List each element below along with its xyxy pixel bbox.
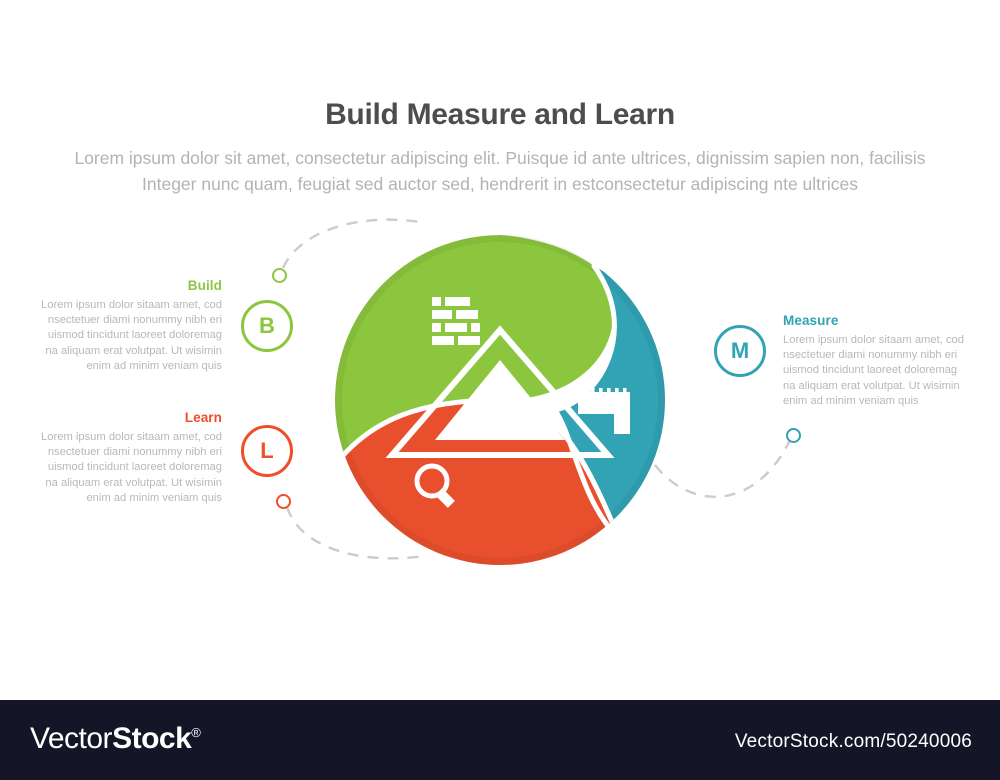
logo-text-thin: Vector: [30, 722, 113, 755]
set-square-ruler-icon: [578, 388, 630, 434]
divider-green-teal: [550, 263, 623, 543]
section-learn-title: Learn: [184, 410, 222, 425]
segment-build-swirl: [335, 236, 613, 465]
section-measure: Measure Lorem ipsum dolor sitaam amet, c…: [783, 313, 969, 409]
section-measure-title: Measure: [783, 313, 839, 328]
segment-measure-swirl: [555, 266, 665, 540]
badge-measure[interactable]: M: [714, 325, 766, 377]
section-learn: Learn Lorem ipsum dolor sitaam amet, cod…: [36, 410, 222, 506]
magnifier-icon: [414, 463, 455, 508]
ring-dot-measure: [786, 428, 801, 443]
section-measure-body: Lorem ipsum dolor sitaam amet, cod nsect…: [783, 334, 964, 407]
section-build: Build Lorem ipsum dolor sitaam amet, cod…: [36, 278, 222, 374]
footer-bar: [0, 700, 1000, 780]
page-subtitle: Lorem ipsum dolor sit amet, consectetur …: [74, 148, 926, 194]
triangle-outline-overlay: [385, 325, 615, 458]
dashed-arc-measure: [654, 439, 792, 498]
divider-green-orange: [335, 397, 625, 548]
brick-wall-icon: [432, 297, 480, 345]
ring-dot-learn: [276, 494, 291, 509]
dashed-arc-learn: [285, 506, 426, 560]
logo-text-bold: Stock: [112, 722, 192, 755]
badge-build-letter: B: [259, 313, 275, 338]
page-title: Build Measure and Learn: [325, 98, 675, 131]
badge-build[interactable]: B: [241, 300, 293, 352]
segment-learn-swirl: [335, 400, 620, 565]
section-build-title: Build: [187, 278, 222, 293]
ring-dot-build: [272, 268, 287, 283]
circle-depth-shade: [335, 235, 665, 565]
triangle-solid-glyph: [435, 360, 565, 440]
dashed-arc-build: [281, 218, 421, 269]
badge-measure-letter: M: [730, 338, 750, 363]
section-build-body: Lorem ipsum dolor sitaam amet, cod nsect…: [41, 299, 222, 372]
section-learn-body: Lorem ipsum dolor sitaam amet, cod nsect…: [41, 431, 222, 504]
segment-build-fill: [335, 235, 626, 440]
vectorstock-logo[interactable]: VectorStock®: [30, 722, 201, 756]
badge-learn-letter: L: [260, 438, 274, 463]
vectorstock-url: VectorStock.com/50240006: [734, 731, 972, 752]
registered-mark-icon: ®: [191, 725, 201, 740]
badge-learn[interactable]: L: [241, 425, 293, 477]
